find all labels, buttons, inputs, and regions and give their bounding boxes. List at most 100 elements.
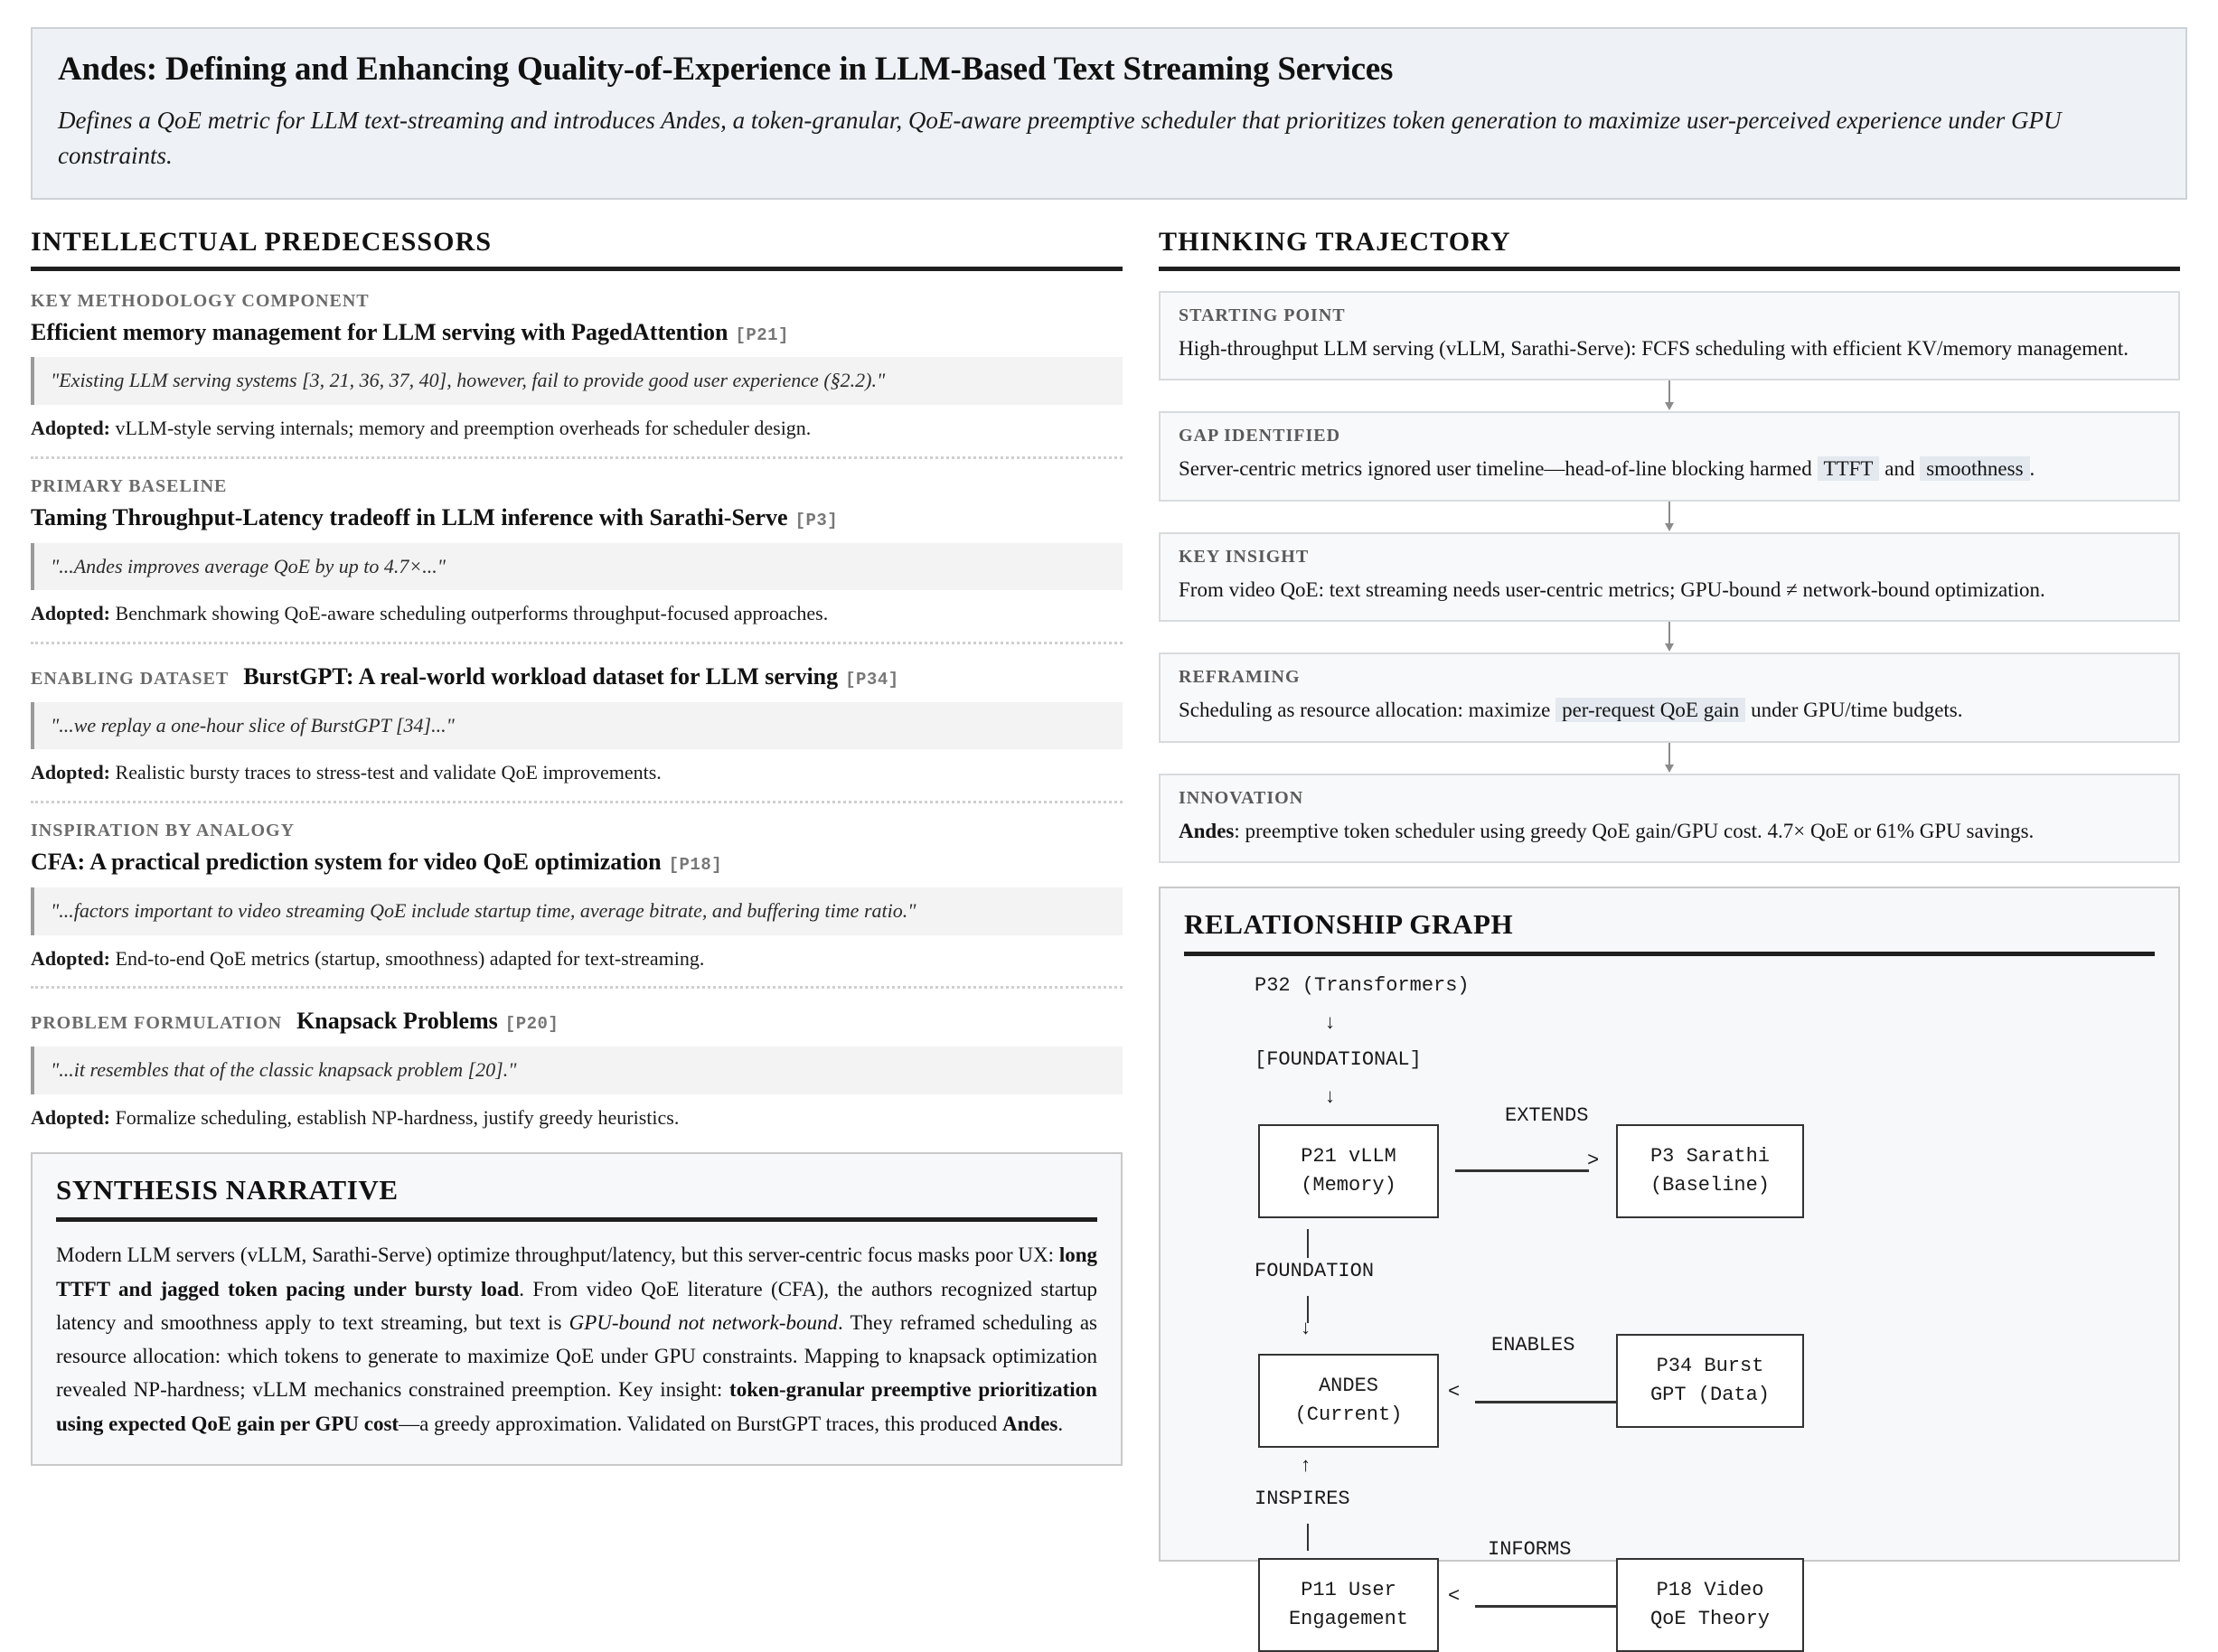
predecessor-category: INSPIRATION BY ANALOGY [31, 821, 296, 841]
section-rule-predecessors [31, 266, 1123, 271]
trajectory-step-label: GAP IDENTIFIED [1179, 426, 1341, 446]
trajectory-step: KEY INSIGHT From video QoE: text streamin… [1159, 531, 2180, 623]
trajectory-step-label: KEY INSIGHT [1179, 546, 1310, 567]
graph-edge-label-foundation: FOUNDATION [1255, 1260, 1375, 1283]
adopted-text: vLLM-style serving internals; memory and… [110, 417, 812, 440]
graph-arrow-down-1: ↓ [1324, 1012, 1337, 1036]
graph-node-andes-line2: (Current) [1294, 1403, 1403, 1427]
predecessor-quote: "...we replay a one-hour slice of BurstG… [31, 701, 1123, 750]
synthesis-heading: SYNTHESIS NARRATIVE [56, 1174, 399, 1206]
predecessor-adopted: Adopted: Formalize scheduling, establish… [31, 1104, 1123, 1131]
text-run: . They reframed scheduling as resource a… [56, 1310, 1097, 1402]
graph-label-foundational: [FOUNDATIONAL] [1255, 1048, 1422, 1072]
graph-edge-label-inspires: INSPIRES [1255, 1488, 1350, 1511]
predecessor-ref-tag[interactable]: [P18] [668, 855, 723, 876]
predecessor-quote: "Existing LLM serving systems [3, 21, 36… [31, 357, 1123, 406]
predecessor-category: PROBLEM FORMULATION [31, 1013, 283, 1034]
predecessor-ref-tag[interactable]: [P3] [794, 510, 839, 530]
text-run: Server-centric metrics ignored user time… [1179, 457, 1818, 481]
synthesis-narrative-card: SYNTHESIS NARRATIVE Modern LLM servers (… [31, 1152, 1123, 1466]
graph-node-andes[interactable]: ANDES (Current) [1258, 1354, 1439, 1449]
predecessor-adopted: Adopted: vLLM-style serving internals; m… [31, 415, 1123, 442]
predecessor-entry: KEY METHODOLOGY COMPONENT Efficient memor… [31, 291, 1123, 442]
predecessor-separator [31, 986, 1123, 990]
adopted-text: Benchmark showing QoE-aware scheduling o… [110, 602, 829, 625]
text-run: From video QoE: text streaming needs use… [1179, 577, 2045, 601]
trajectory-step-label: REFRAMING [1179, 667, 1301, 688]
graph-node-p18-line2: QoE Theory [1649, 1608, 1771, 1631]
trajectory-step: REFRAMING Scheduling as resource allocati… [1159, 652, 2180, 743]
trajectory-step-text: Scheduling as resource allocation: maxim… [1179, 695, 2160, 727]
predecessor-entry: PROBLEM FORMULATION Knapsack Problems [P20… [31, 1006, 1123, 1131]
predecessor-category: KEY METHODOLOGY COMPONENT [31, 290, 370, 311]
emphasis-bold: long TTFT and jagged token pacing under … [56, 1244, 1097, 1300]
graph-edge-line-enables [1475, 1401, 1616, 1404]
graph-edge-label-extends: EXTENDS [1505, 1104, 1589, 1128]
graph-edge-label-enables: ENABLES [1491, 1334, 1575, 1357]
graph-node-p11[interactable]: P11 User Engagement [1258, 1558, 1439, 1652]
predecessor-adopted: Adopted: Realistic bursty traces to stre… [31, 759, 1123, 786]
adopted-label: Adopted: [31, 946, 111, 970]
predecessor-title-line: PROBLEM FORMULATION Knapsack Problems [P20… [31, 1006, 1123, 1037]
graph-edge-line-foundation-top [1307, 1229, 1309, 1259]
graph-label-p32: P32 (Transformers) [1255, 974, 1470, 998]
graph-arrowhead-enables: < [1448, 1381, 1461, 1404]
emphasis-italic: GPU-bound not network-bound [569, 1310, 838, 1334]
graph-edge-line-informs [1475, 1605, 1616, 1609]
predecessor-ref-tag[interactable]: [P34] [845, 669, 899, 690]
graph-canvas: P32 (Transformers) ↓ [FOUNDATIONAL] ↓ P2… [1184, 969, 2142, 1652]
predecessor-title-line: CFA: A practical prediction system for v… [31, 847, 1123, 878]
graph-edge-line-foundation-bottom [1307, 1296, 1309, 1324]
trajectory-step-label: STARTING POINT [1179, 305, 1346, 325]
predecessor-separator [31, 455, 1123, 459]
graph-node-p34-line1: P34 Burst [1656, 1355, 1764, 1378]
page-root: Andes: Defining and Enhancing Quality-of… [31, 27, 2187, 1652]
two-column-body: INTELLECTUAL PREDECESSORS KEY METHODOLOG… [31, 226, 2187, 1652]
text-run: Modern LLM servers (vLLM, Sarathi-Serve)… [56, 1244, 1059, 1267]
graph-arrowhead-informs: < [1448, 1585, 1461, 1609]
predecessor-ref-tag[interactable]: [P21] [735, 324, 789, 345]
trajectory-step-text: Andes: preemptive token scheduler using … [1179, 816, 2160, 848]
graph-arrow-up-1: ↑ [1300, 1455, 1312, 1478]
graph-heading: RELATIONSHIP GRAPH [1184, 908, 1514, 941]
predecessor-category: PRIMARY BASELINE [31, 475, 228, 496]
paper-subtitle: Defines a QoE metric for LLM text-stream… [58, 107, 2062, 170]
predecessor-ref-tag[interactable]: [P20] [504, 1014, 559, 1035]
text-run: . [1057, 1412, 1064, 1435]
graph-node-p18[interactable]: P18 Video QoE Theory [1616, 1558, 1804, 1652]
predecessor-separator [31, 641, 1123, 644]
graph-node-p11-line2: Engagement [1288, 1608, 1409, 1631]
graph-node-p21[interactable]: P21 vLLM (Memory) [1258, 1124, 1439, 1219]
graph-edge-line-extends [1455, 1169, 1589, 1173]
graph-node-p3[interactable]: P3 Sarathi (Baseline) [1616, 1124, 1804, 1219]
left-column: INTELLECTUAL PREDECESSORS KEY METHODOLOG… [31, 227, 1123, 1466]
trajectory-step-text: From video QoE: text streaming needs use… [1179, 575, 2160, 606]
trajectory-step-label: INNOVATION [1179, 787, 1304, 808]
predecessor-quote: "...Andes improves average QoE by up to … [31, 542, 1123, 591]
section-title-predecessors: INTELLECTUAL PREDECESSORS [31, 226, 493, 257]
predecessor-title: Knapsack Problems [296, 1008, 498, 1035]
predecessor-title-line: Efficient memory management for LLM serv… [31, 317, 1123, 348]
text-run: . From video QoE literature (CFA), the a… [56, 1277, 1097, 1334]
trajectory-arrow-down-icon [1159, 622, 2180, 652]
page-title: Andes: Defining and Enhancing Quality-of… [58, 51, 1394, 88]
adopted-text: Formalize scheduling, establish NP-hardn… [110, 1105, 680, 1129]
trajectory-step: INNOVATION Andes: preemptive token schedu… [1159, 773, 2180, 864]
predecessor-entry: INSPIRATION BY ANALOGY CFA: A practical p… [31, 821, 1123, 971]
graph-node-p34[interactable]: P34 Burst GPT (Data) [1616, 1334, 1804, 1429]
highlight-term: smoothness [1920, 456, 2030, 482]
paper-header-card: Andes: Defining and Enhancing Quality-of… [31, 27, 2187, 200]
graph-edge-label-informs: INFORMS [1488, 1538, 1572, 1562]
adopted-label: Adopted: [31, 1105, 111, 1129]
emphasis-bold: Andes [1179, 819, 1235, 842]
emphasis-bold: token-granular preemptive prioritization… [56, 1378, 1097, 1435]
text-run: Scheduling as resource allocation: maxim… [1179, 699, 1556, 722]
predecessor-title: BurstGPT: A real-world workload dataset … [243, 662, 839, 690]
synthesis-rule [56, 1217, 1097, 1223]
graph-arrow-down-2: ↓ [1324, 1086, 1337, 1110]
text-run: under GPU/time budgets. [1745, 699, 1963, 722]
section-title-trajectory: THINKING TRAJECTORY [1159, 226, 1511, 257]
